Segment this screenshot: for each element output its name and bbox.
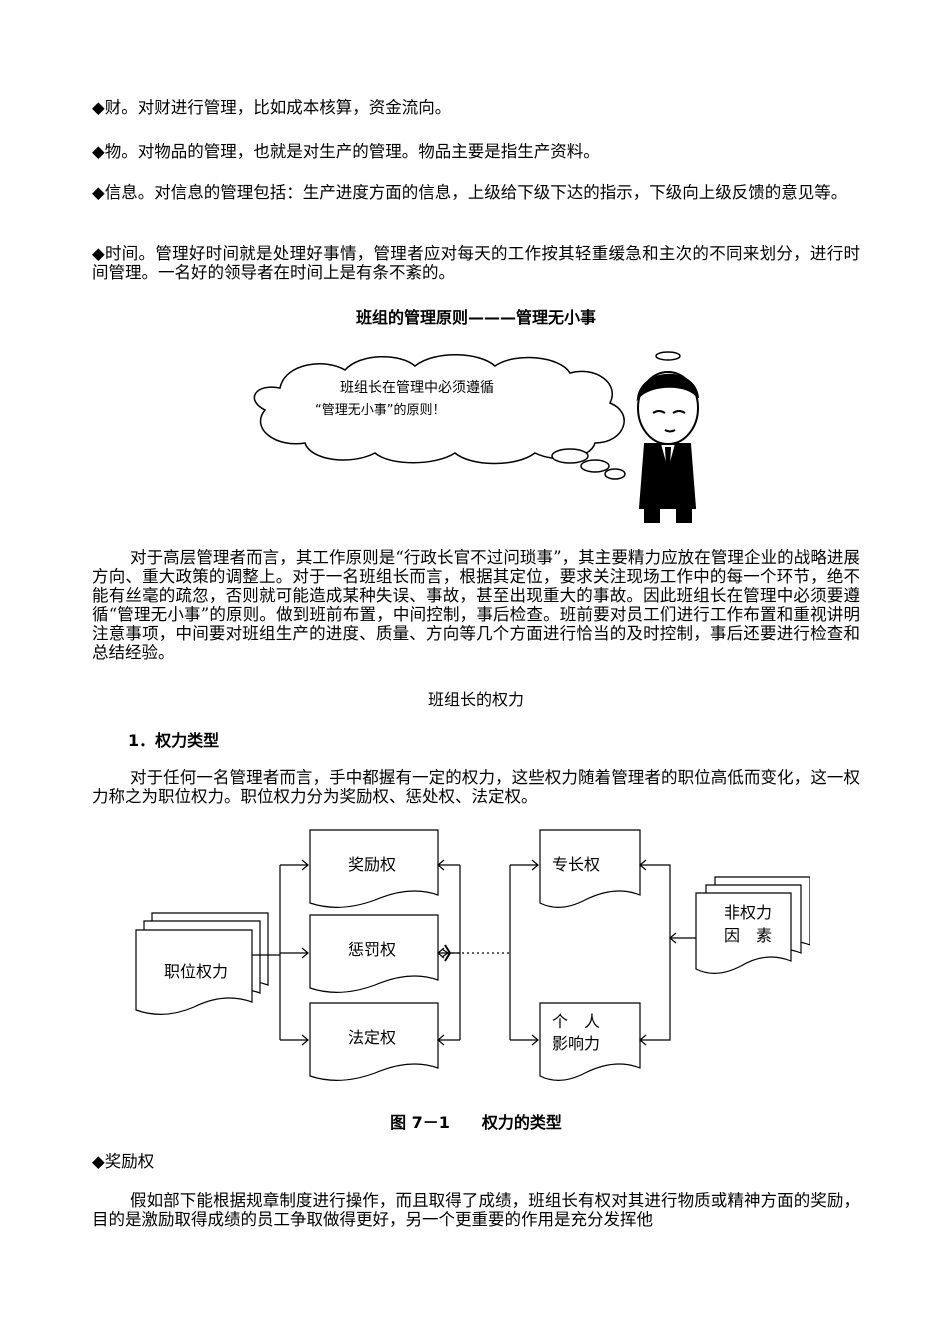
reward-box (309, 829, 439, 908)
section-heading-principle: 班组的管理原则———管理无小事 (355, 308, 596, 327)
legal-box (309, 1002, 439, 1081)
paragraph-position-power: 对于任何一名管理者而言，手中都握有一定的权力，这些权力随着管理者的职位高低而变化… (92, 768, 860, 806)
personal-label-2: 影响力 (552, 1034, 600, 1053)
expert-box (539, 829, 641, 908)
personal-influence-box (539, 1002, 641, 1081)
paragraph-time: ◆时间。管理好时间就是处理好事情，管理者应对每天的工作按其轻重缓急和主次的不同来… (92, 244, 860, 282)
punish-label: 惩罚权 (348, 940, 396, 959)
cartoon-illustration: 班组长在管理中必须遵循 “管理无小事”的原则！ (253, 351, 699, 523)
nonpower-label-1: 非权力 (724, 903, 772, 922)
expert-label: 专长权 (552, 855, 600, 874)
paragraph-reward-title: ◆奖励权 (92, 1152, 155, 1171)
paragraph-materials: ◆物。对物品的管理，也就是对生产的管理。物品主要是指生产资料。 (92, 142, 600, 161)
punish-box (309, 914, 439, 993)
personal-label-1: 个 人 (552, 1012, 600, 1031)
figure-caption: 图 7－1 权力的类型 (390, 1113, 562, 1132)
legal-label: 法定权 (348, 1028, 396, 1047)
section-heading-power: 班组长的权力 (427, 690, 524, 709)
position-power-label: 职位权力 (164, 962, 228, 981)
paragraph-principle: 对于高层管理者而言，其工作原则是“行政长官不过问琐事”，其主要精力应放在管理企业… (92, 548, 860, 662)
paragraph-reward-body: 假如部下能根据规章制度进行操作，而且取得了成绩，班组长有权对其进行物质或精神方面… (92, 1191, 860, 1229)
nonpower-label-2: 因 素 (724, 926, 772, 945)
reward-label: 奖励权 (348, 855, 396, 874)
nonpower-box (695, 892, 792, 974)
thought-cloud (253, 354, 626, 480)
man-icon (636, 351, 699, 523)
paragraph-information: ◆信息。对信息的管理包括：生产进度方面的信息，上级给下级下达的指示，下级向上级反… (92, 183, 848, 202)
power-types-diagram: 职位权力 奖励权 惩罚权 法定权 专长权 个 人 影响力 非权力 因 素 (135, 829, 810, 1081)
cartoon-line-1: 班组长在管理中必须遵循 (340, 379, 494, 396)
subheading-power-types: 1．权力类型 (128, 731, 220, 750)
position-power-box (135, 929, 253, 1015)
paragraph-finance: ◆财。对财进行管理，比如成本核算，资金流向。 (92, 98, 452, 117)
cartoon-line-2: “管理无小事”的原则！ (315, 402, 445, 418)
